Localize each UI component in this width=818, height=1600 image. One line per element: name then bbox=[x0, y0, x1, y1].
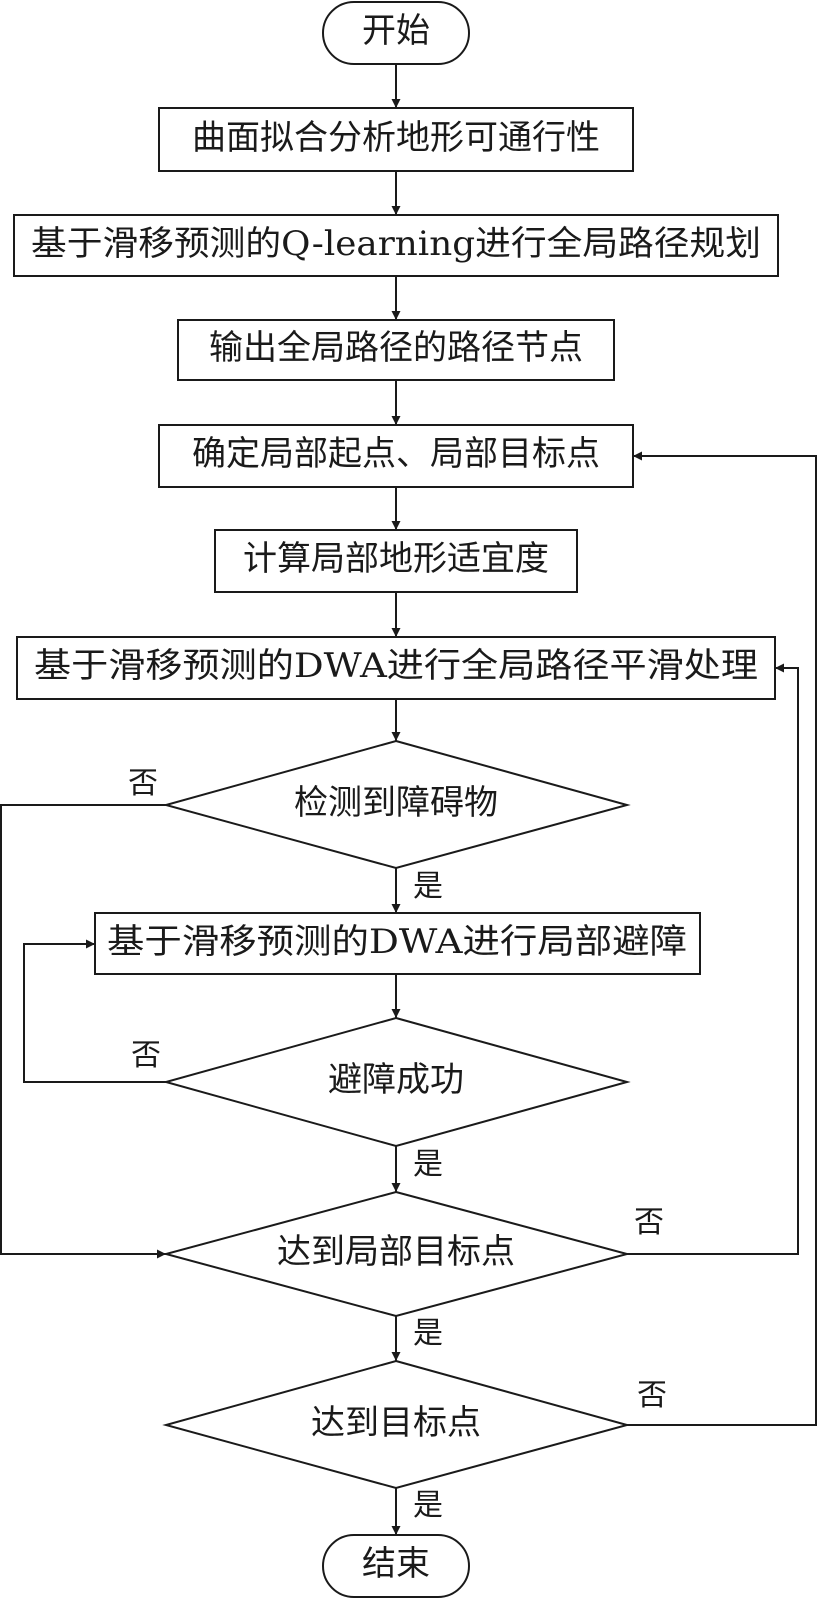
set-local-label: 确定局部起点、局部目标点 bbox=[192, 434, 600, 474]
terrain-suit-box: 计算局部地形适宜度 bbox=[214, 529, 578, 593]
end-label: 结束 bbox=[362, 1544, 430, 1584]
start-label: 开始 bbox=[362, 11, 430, 51]
avoid-no-label: 否 bbox=[131, 1038, 161, 1073]
reach-local-goal-label: 达到局部目标点 bbox=[277, 1232, 515, 1272]
output-nodes-box: 输出全局路径的路径节点 bbox=[177, 319, 615, 381]
detect-no-label: 否 bbox=[128, 766, 158, 801]
terrain-fit-box: 曲面拟合分析地形可通行性 bbox=[158, 107, 634, 172]
set-local-box: 确定局部起点、局部目标点 bbox=[158, 424, 634, 488]
detect-obstacle-diamond: 检测到障碍物 bbox=[162, 739, 631, 870]
arrow-reach-goal-no-to-set-local bbox=[627, 451, 817, 1426]
reach-local-goal-diamond: 达到局部目标点 bbox=[162, 1190, 631, 1318]
reach-goal-no-label: 否 bbox=[637, 1378, 667, 1413]
output-nodes-label: 输出全局路径的路径节点 bbox=[209, 328, 583, 368]
reach-local-no-label: 否 bbox=[634, 1205, 664, 1240]
avoid-success-diamond: 避障成功 bbox=[162, 1016, 631, 1148]
terrain-fit-label: 曲面拟合分析地形可通行性 bbox=[192, 118, 600, 158]
dwa-avoid-label: 基于滑移预测的DWA进行局部避障 bbox=[107, 922, 687, 962]
arrow-detect-no-to-reach-local bbox=[0, 804, 166, 1259]
detect-obstacle-label: 检测到障碍物 bbox=[294, 783, 498, 823]
reach-goal-diamond: 达到目标点 bbox=[162, 1359, 631, 1490]
end-node: 结束 bbox=[322, 1534, 470, 1598]
global-plan-box: 基于滑移预测的Q-learning进行全局路径规划 bbox=[13, 214, 779, 277]
avoid-success-label: 避障成功 bbox=[328, 1060, 464, 1100]
global-plan-label: 基于滑移预测的Q-learning进行全局路径规划 bbox=[31, 224, 761, 264]
reach-local-yes-label: 是 bbox=[413, 1316, 443, 1351]
avoid-yes-label: 是 bbox=[413, 1147, 443, 1182]
reach-goal-label: 达到目标点 bbox=[311, 1403, 481, 1443]
terrain-suit-label: 计算局部地形适宜度 bbox=[243, 539, 549, 579]
dwa-smooth-box: 基于滑移预测的DWA进行全局路径平滑处理 bbox=[16, 636, 776, 700]
arrow-reach-local-no-to-dwa-smooth bbox=[627, 663, 799, 1255]
reach-goal-yes-label: 是 bbox=[413, 1488, 443, 1523]
dwa-smooth-label: 基于滑移预测的DWA进行全局路径平滑处理 bbox=[34, 646, 758, 686]
detect-yes-label: 是 bbox=[413, 869, 443, 904]
start-node: 开始 bbox=[322, 1, 470, 65]
arrow-avoid-no-to-dwa-avoid bbox=[23, 939, 166, 1083]
dwa-avoid-box: 基于滑移预测的DWA进行局部避障 bbox=[94, 912, 701, 975]
